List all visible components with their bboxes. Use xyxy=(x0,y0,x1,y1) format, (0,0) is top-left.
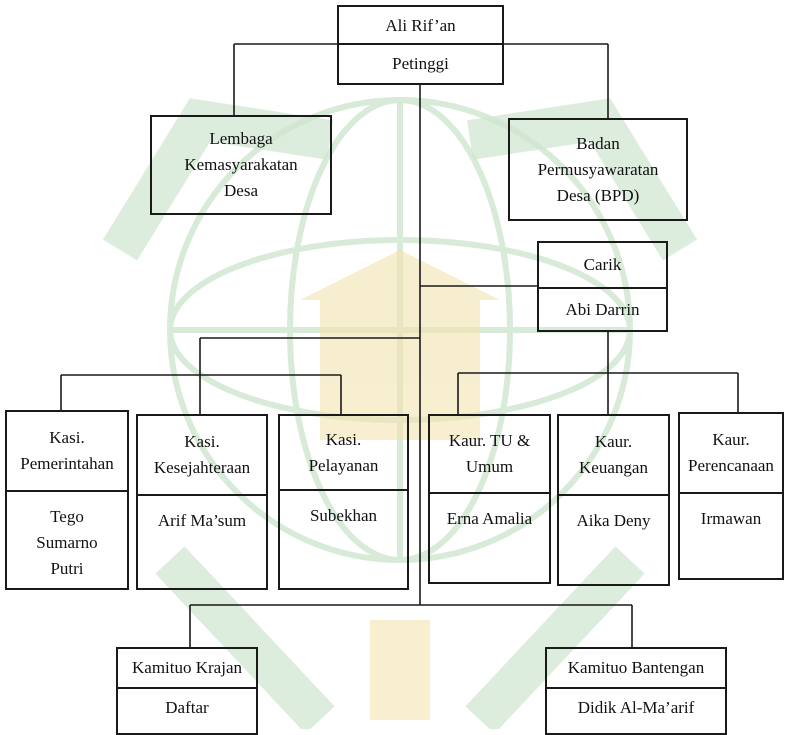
kamituo-bantengan-divider xyxy=(547,687,725,689)
kamituo-bantengan-role: Kamituo Bantengan xyxy=(567,658,705,677)
kasi-kesejahteraan-name: Arif Ma’sum xyxy=(157,511,247,530)
carik-role: Carik xyxy=(583,255,622,274)
kaur-keuangan-divider xyxy=(559,494,668,496)
carik-divider xyxy=(539,287,666,289)
kamituo-krajan-name: Daftar xyxy=(165,698,209,717)
kamituo-krajan-role: Kamituo Krajan xyxy=(132,658,242,677)
kaur-keuangan-name: Aika Deny xyxy=(576,511,651,530)
kamituo-krajan-divider xyxy=(118,687,256,689)
kamituo-bantengan-box: Kamituo Bantengan Didik Al-Ma’arif xyxy=(545,647,727,735)
kasi-pelayanan-role: Kasi. Pelayanan xyxy=(308,429,379,475)
petinggi-role: Petinggi xyxy=(392,54,449,73)
kaur-perencanaan-box: Kaur. Perencanaan Irmawan xyxy=(678,412,784,580)
kaur-keuangan-box: Kaur. Keuangan Aika Deny xyxy=(557,414,670,586)
petinggi-divider xyxy=(339,43,502,45)
kaur-tu-divider xyxy=(430,492,549,494)
kaur-perencanaan-divider xyxy=(680,492,782,494)
bpd-label: Badan Permusyawaratan Desa (BPD) xyxy=(537,133,659,205)
petinggi-name: Ali Rif’an xyxy=(385,15,456,35)
kasi-kesejahteraan-box: Kasi. Kesejahteraan Arif Ma’sum xyxy=(136,414,268,590)
kasi-pemerintahan-box: Kasi. Pemerintahan Tego Sumarno Putri xyxy=(5,410,129,590)
kaur-perencanaan-role: Kaur. Perencanaan xyxy=(688,430,774,475)
kasi-pemerintahan-divider xyxy=(7,490,127,492)
kasi-pemerintahan-role: Kasi. Pemerintahan xyxy=(20,428,114,473)
kamituo-bantengan-name: Didik Al-Ma’arif xyxy=(577,698,695,717)
kasi-kesejahteraan-divider xyxy=(138,494,266,496)
lembaga-box: Lembaga Kemasyarakatan Desa xyxy=(150,115,332,215)
kaur-perencanaan-name: Irmawan xyxy=(700,509,762,528)
kasi-kesejahteraan-role: Kasi. Kesejahteraan xyxy=(153,432,251,477)
kaur-tu-box: Kaur. TU & Umum Erna Amalia xyxy=(428,414,551,584)
kaur-tu-name: Erna Amalia xyxy=(446,509,533,528)
kamituo-krajan-box: Kamituo Krajan Daftar xyxy=(116,647,258,735)
kasi-pemerintahan-name: Tego Sumarno Putri xyxy=(36,507,98,578)
carik-box: Carik Abi Darrin xyxy=(537,241,668,332)
kasi-pelayanan-box: Kasi. Pelayanan Subekhan xyxy=(278,414,409,590)
lembaga-label: Lembaga Kemasyarakatan Desa xyxy=(184,129,298,200)
kasi-pelayanan-name: Subekhan xyxy=(309,506,378,525)
bpd-box: Badan Permusyawaratan Desa (BPD) xyxy=(508,118,688,221)
kaur-tu-role: Kaur. TU & Umum xyxy=(448,431,531,476)
kaur-keuangan-role: Kaur. Keuangan xyxy=(579,432,648,477)
petinggi-box: Ali Rif’an Petinggi xyxy=(337,5,504,85)
kasi-pelayanan-divider xyxy=(280,489,407,491)
carik-name: Abi Darrin xyxy=(565,299,640,319)
